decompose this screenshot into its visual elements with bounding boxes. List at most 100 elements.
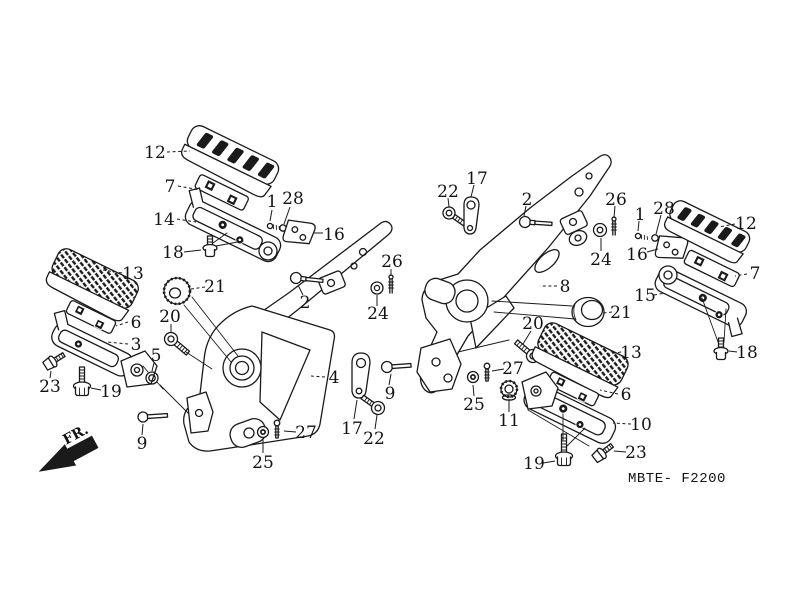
assembly-line	[185, 351, 213, 370]
part-cap-21-left	[162, 276, 192, 306]
callout-25-right: 25	[463, 395, 485, 415]
callout-13-left: 13	[122, 264, 144, 284]
callout-labels: 12 7 14 18 1 28 16 13 6 3 23 19 5 20 21 …	[39, 143, 760, 474]
part-nut-11	[499, 379, 519, 401]
leader-line	[718, 223, 736, 228]
part-bolt-19-left	[72, 366, 92, 397]
part-step-bar-10-right	[521, 371, 617, 444]
callout-25-left: 25	[252, 453, 274, 473]
part-washer-25-left	[256, 425, 270, 439]
assembly-line	[457, 339, 510, 353]
callout-6-left: 6	[131, 313, 142, 333]
diagram-code: MBTE- F2200	[628, 471, 726, 487]
callout-24-left: 24	[367, 304, 389, 324]
leader-line	[388, 373, 392, 386]
leader-line	[612, 422, 632, 425]
part-footrest-rubber-13-right	[531, 322, 629, 399]
callout-12-left: 12	[144, 143, 166, 163]
callout-12-right: 12	[735, 214, 757, 234]
assembly-line	[723, 308, 727, 343]
part-pin-26-right	[611, 216, 617, 236]
part-bolt-20-left	[163, 331, 191, 356]
part-bolt-22-left	[360, 394, 386, 416]
callout-21-right: 21	[610, 303, 632, 323]
leader-line	[283, 430, 297, 433]
callout-10: 10	[630, 415, 652, 435]
assembly-line	[215, 240, 244, 247]
callout-1-left: 1	[267, 192, 278, 212]
part-screw-27-right	[483, 362, 491, 382]
leader-line	[602, 311, 613, 314]
callout-13-right: 13	[620, 343, 642, 363]
part-washer-25-right	[466, 370, 480, 384]
fr-direction-arrow: FR.	[38, 422, 99, 472]
part-pin-26-left	[388, 274, 394, 294]
callout-20-left: 20	[159, 307, 181, 327]
assembly-line	[183, 304, 232, 363]
part-arm-17-left	[351, 352, 371, 399]
assembly-line	[191, 296, 239, 357]
part-bolt-18-left	[202, 235, 218, 258]
leader-line	[190, 286, 206, 290]
leader-line	[728, 350, 738, 353]
callout-7-left: 7	[165, 177, 176, 197]
assembly-line	[493, 311, 576, 320]
arrow-icon	[38, 435, 99, 472]
assembly-line	[701, 297, 719, 343]
leader-line	[151, 362, 155, 372]
part-screw-1-right	[634, 232, 648, 240]
leader-line	[491, 368, 505, 372]
leader-line	[734, 273, 748, 277]
part-bolt-2-left	[289, 271, 324, 285]
leader-line	[608, 351, 622, 355]
leader-line	[646, 248, 659, 253]
leader-line	[183, 249, 202, 253]
part-step-bracket-14-left	[184, 187, 282, 263]
part-bracket-left	[183, 220, 393, 452]
part-washer-24-right	[592, 222, 608, 238]
callout-18-right: 18	[736, 343, 758, 363]
part-bracket-right	[416, 154, 612, 394]
leader-line	[310, 375, 326, 378]
callout-1-right: 1	[635, 205, 646, 225]
part-plate-16-right	[654, 235, 689, 259]
leader-line	[472, 384, 475, 397]
callout-26-left: 26	[381, 252, 403, 272]
assembly-lines	[159, 232, 727, 447]
callout-4: 4	[329, 368, 340, 388]
part-plate-6-left	[65, 300, 117, 334]
callout-28-left: 28	[282, 189, 304, 209]
callout-22-right: 22	[437, 182, 459, 202]
callout-7-right: 7	[750, 264, 761, 284]
callout-2-right: 2	[522, 190, 533, 210]
leader-line	[523, 205, 527, 217]
leader-line	[177, 185, 201, 191]
leader-line	[166, 150, 191, 153]
assembly-line	[566, 427, 586, 447]
callout-17-right: 17	[466, 169, 488, 189]
assembly-line	[491, 300, 573, 307]
part-screw-1-left	[266, 222, 280, 230]
callout-19-left: 19	[100, 382, 122, 402]
part-bolt-19-right	[554, 433, 574, 467]
leader-line	[542, 460, 556, 464]
leader-line	[106, 341, 129, 345]
callout-19-right: 19	[523, 454, 545, 474]
part-footrest-rubber-12-left	[180, 125, 280, 198]
part-screw-27-left	[273, 419, 281, 439]
part-bolt-23-left	[42, 352, 66, 371]
leader-lines	[49, 150, 748, 464]
leader-line	[141, 423, 144, 436]
part-plate-16-left	[282, 219, 316, 245]
leader-line	[613, 450, 627, 453]
leader-line	[653, 292, 666, 296]
callout-9-left: 9	[137, 434, 148, 454]
callout-22-left: 22	[363, 429, 385, 449]
callout-6-right: 6	[621, 385, 632, 405]
callout-21-left: 21	[204, 277, 226, 297]
part-footrest-rubber-12-right	[663, 200, 751, 264]
callout-16-right: 16	[626, 245, 648, 265]
callout-14-left: 14	[153, 210, 175, 230]
part-arm-17-right	[463, 196, 480, 235]
